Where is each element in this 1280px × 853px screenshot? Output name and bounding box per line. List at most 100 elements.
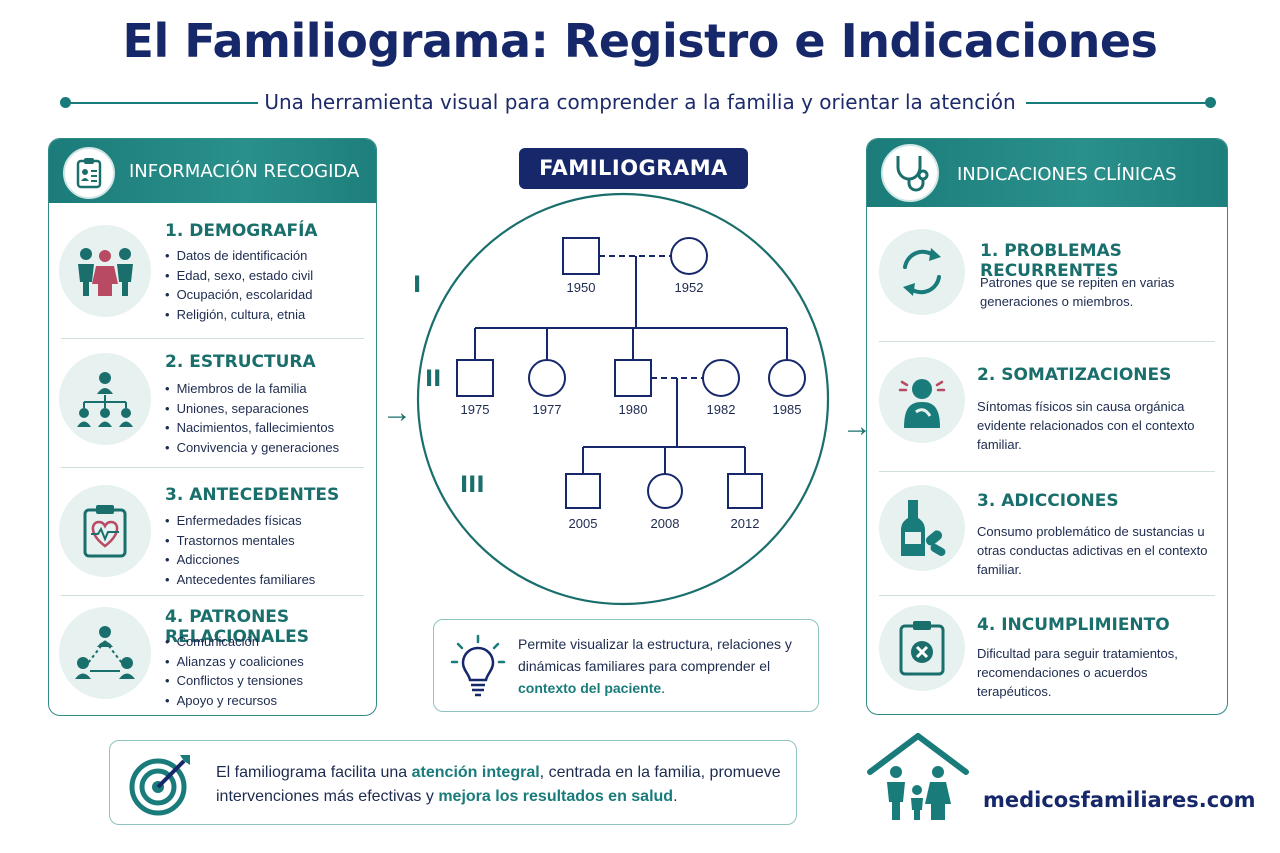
male-symbol: [727, 473, 763, 509]
birth-year: 1952: [675, 280, 704, 295]
info-box: Permite visualizar la estructura, relaci…: [433, 619, 819, 712]
section-title: 3. ADICCIONES: [977, 491, 1119, 511]
clipboard-x-icon: [879, 605, 965, 691]
list-item: Ocupación, escolaridad: [165, 285, 313, 305]
birth-year: 1975: [461, 402, 490, 417]
subtitle-line-left: [68, 102, 258, 104]
summary-box: El familiograma facilita una atención in…: [109, 740, 797, 825]
section-estructura: 2. ESTRUCTURA Miembros de la familia Uni…: [49, 339, 376, 467]
list-item: Apoyo y recursos: [165, 691, 304, 711]
list-item: Nacimientos, fallecimientos: [165, 418, 339, 438]
summary-text-part: , centrada en la familia, promueve inter…: [216, 764, 781, 805]
section-description: Dificultad para seguir tratamientos, rec…: [977, 646, 1178, 699]
male-symbol: [456, 359, 494, 397]
section-list: Miembros de la familia Uniones, separaci…: [165, 379, 340, 458]
generation-label: III: [460, 473, 485, 498]
female-symbol: [670, 237, 708, 275]
section-somatizaciones: 2. SOMATIZACIONES Síntomas físicos sin c…: [867, 343, 1227, 471]
section-problemas-recurrentes: 1. PROBLEMAS RECURRENTES Patrones que se…: [867, 209, 1227, 339]
divider: [61, 467, 364, 468]
birth-year: 1980: [619, 402, 648, 417]
network-icon: [59, 607, 151, 699]
section-title: 4. INCUMPLIMIENTO: [977, 615, 1170, 635]
list-item: Enfermedades físicas: [165, 511, 315, 531]
subtitle-row: Una herramienta visual para comprender a…: [60, 88, 1220, 118]
arrow-right-left: →: [382, 396, 412, 429]
section-incumplimiento: 4. INCUMPLIMIENTO Dificultad para seguir…: [867, 597, 1227, 714]
bottle-pills-icon: [879, 485, 965, 571]
section-title: 2. ESTRUCTURA: [165, 352, 316, 372]
section-description: Patrones que se repiten en varias genera…: [980, 275, 1175, 309]
divider: [61, 338, 364, 339]
distressed-person-icon: [879, 357, 965, 443]
divider: [879, 341, 1215, 342]
info-text: Permite visualizar la estructura, relaci…: [518, 633, 808, 699]
section-title: 1. DEMOGRAFÍA: [165, 221, 318, 241]
summary-highlight: mejora los resultados en salud: [438, 788, 674, 805]
familiograma-badge: FAMILIOGRAMA: [519, 148, 748, 189]
list-item: Uniones, separaciones: [165, 399, 339, 419]
generation-label: I: [413, 273, 421, 298]
clinical-panel-header: INDICACIONES CLÍNICAS: [867, 139, 1227, 207]
list-item: Trastornos mentales: [165, 531, 315, 551]
brand-url[interactable]: medicosfamiliares.com: [983, 788, 1256, 812]
birth-year: 1985: [773, 402, 802, 417]
clipboard-icon: [63, 147, 115, 199]
info-text-part: .: [661, 680, 666, 696]
birth-year: 2005: [569, 516, 598, 531]
section-antecedentes: 3. ANTECEDENTES Enfermedades físicas Tra…: [49, 469, 376, 595]
list-item: Antecedentes familiares: [165, 570, 316, 590]
recycle-icon: [879, 229, 965, 315]
subtitle-dot-right: [1205, 97, 1216, 108]
house-family-logo: [867, 733, 969, 820]
list-item: Religión, cultura, etnia: [165, 305, 313, 325]
section-title: 1. PROBLEMAS RECURRENTES: [980, 241, 1122, 281]
stethoscope-icon: [881, 144, 939, 202]
birth-year: 2008: [651, 516, 680, 531]
divider: [61, 595, 364, 596]
info-highlight: contexto del paciente: [518, 680, 662, 696]
birth-year: 1982: [707, 402, 736, 417]
generation-label: II: [425, 367, 441, 392]
summary-text: El familiograma facilita una atención in…: [216, 761, 796, 809]
list-item: Convivencia y generaciones: [165, 438, 340, 458]
list-item: Comunicación: [165, 632, 304, 652]
section-description: Consumo problemático de sustancias u otr…: [977, 524, 1208, 577]
section-patrones: 4. PATRONES RELACIONALES Comunicación Al…: [49, 597, 376, 715]
list-item: Conflictos y tensiones: [165, 671, 304, 691]
summary-text-part: .: [673, 788, 678, 805]
summary-text-part: El familiograma facilita una: [216, 764, 412, 781]
genogram-frame: [416, 192, 830, 606]
subtitle-line-right: [1026, 102, 1210, 104]
section-title: 2. SOMATIZACIONES: [977, 365, 1172, 385]
section-description: Síntomas físicos sin causa orgánica evid…: [977, 399, 1195, 452]
family-icon: [59, 225, 151, 317]
male-symbol: [562, 237, 600, 275]
list-item: Datos de identificación: [165, 246, 313, 266]
section-list: Enfermedades físicas Trastornos mentales…: [165, 511, 316, 590]
female-symbol: [647, 473, 683, 509]
info-panel-header: INFORMACIÓN RECOGIDA: [49, 139, 376, 203]
female-symbol: [528, 359, 566, 397]
birth-year: 2012: [731, 516, 760, 531]
section-adicciones: 3. ADICCIONES Consumo problemático de su…: [867, 473, 1227, 597]
genogram-diagram: I II III 1950 1952 1975 1977 1980 1982 1…: [413, 192, 830, 606]
male-symbol: [565, 473, 601, 509]
divider: [879, 595, 1215, 596]
male-symbol: [614, 359, 652, 397]
birth-year: 1977: [533, 402, 562, 417]
lightbulb-icon: [450, 634, 506, 697]
subtitle-dot-left: [60, 97, 71, 108]
section-list: Datos de identificación Edad, sexo, esta…: [165, 246, 314, 325]
divider: [879, 471, 1215, 472]
birth-year: 1950: [567, 280, 596, 295]
info-text-part: Permite visualizar la estructura, relaci…: [518, 636, 792, 674]
female-symbol: [768, 359, 806, 397]
summary-highlight: atención integral: [411, 764, 540, 781]
target-icon: [129, 755, 190, 816]
list-item: Edad, sexo, estado civil: [165, 266, 314, 286]
clinical-panel-title: INDICACIONES CLÍNICAS: [957, 164, 1177, 185]
list-item: Miembros de la familia: [165, 379, 339, 399]
list-item: Alianzas y coaliciones: [165, 652, 304, 672]
medical-chart-icon: [59, 485, 151, 577]
